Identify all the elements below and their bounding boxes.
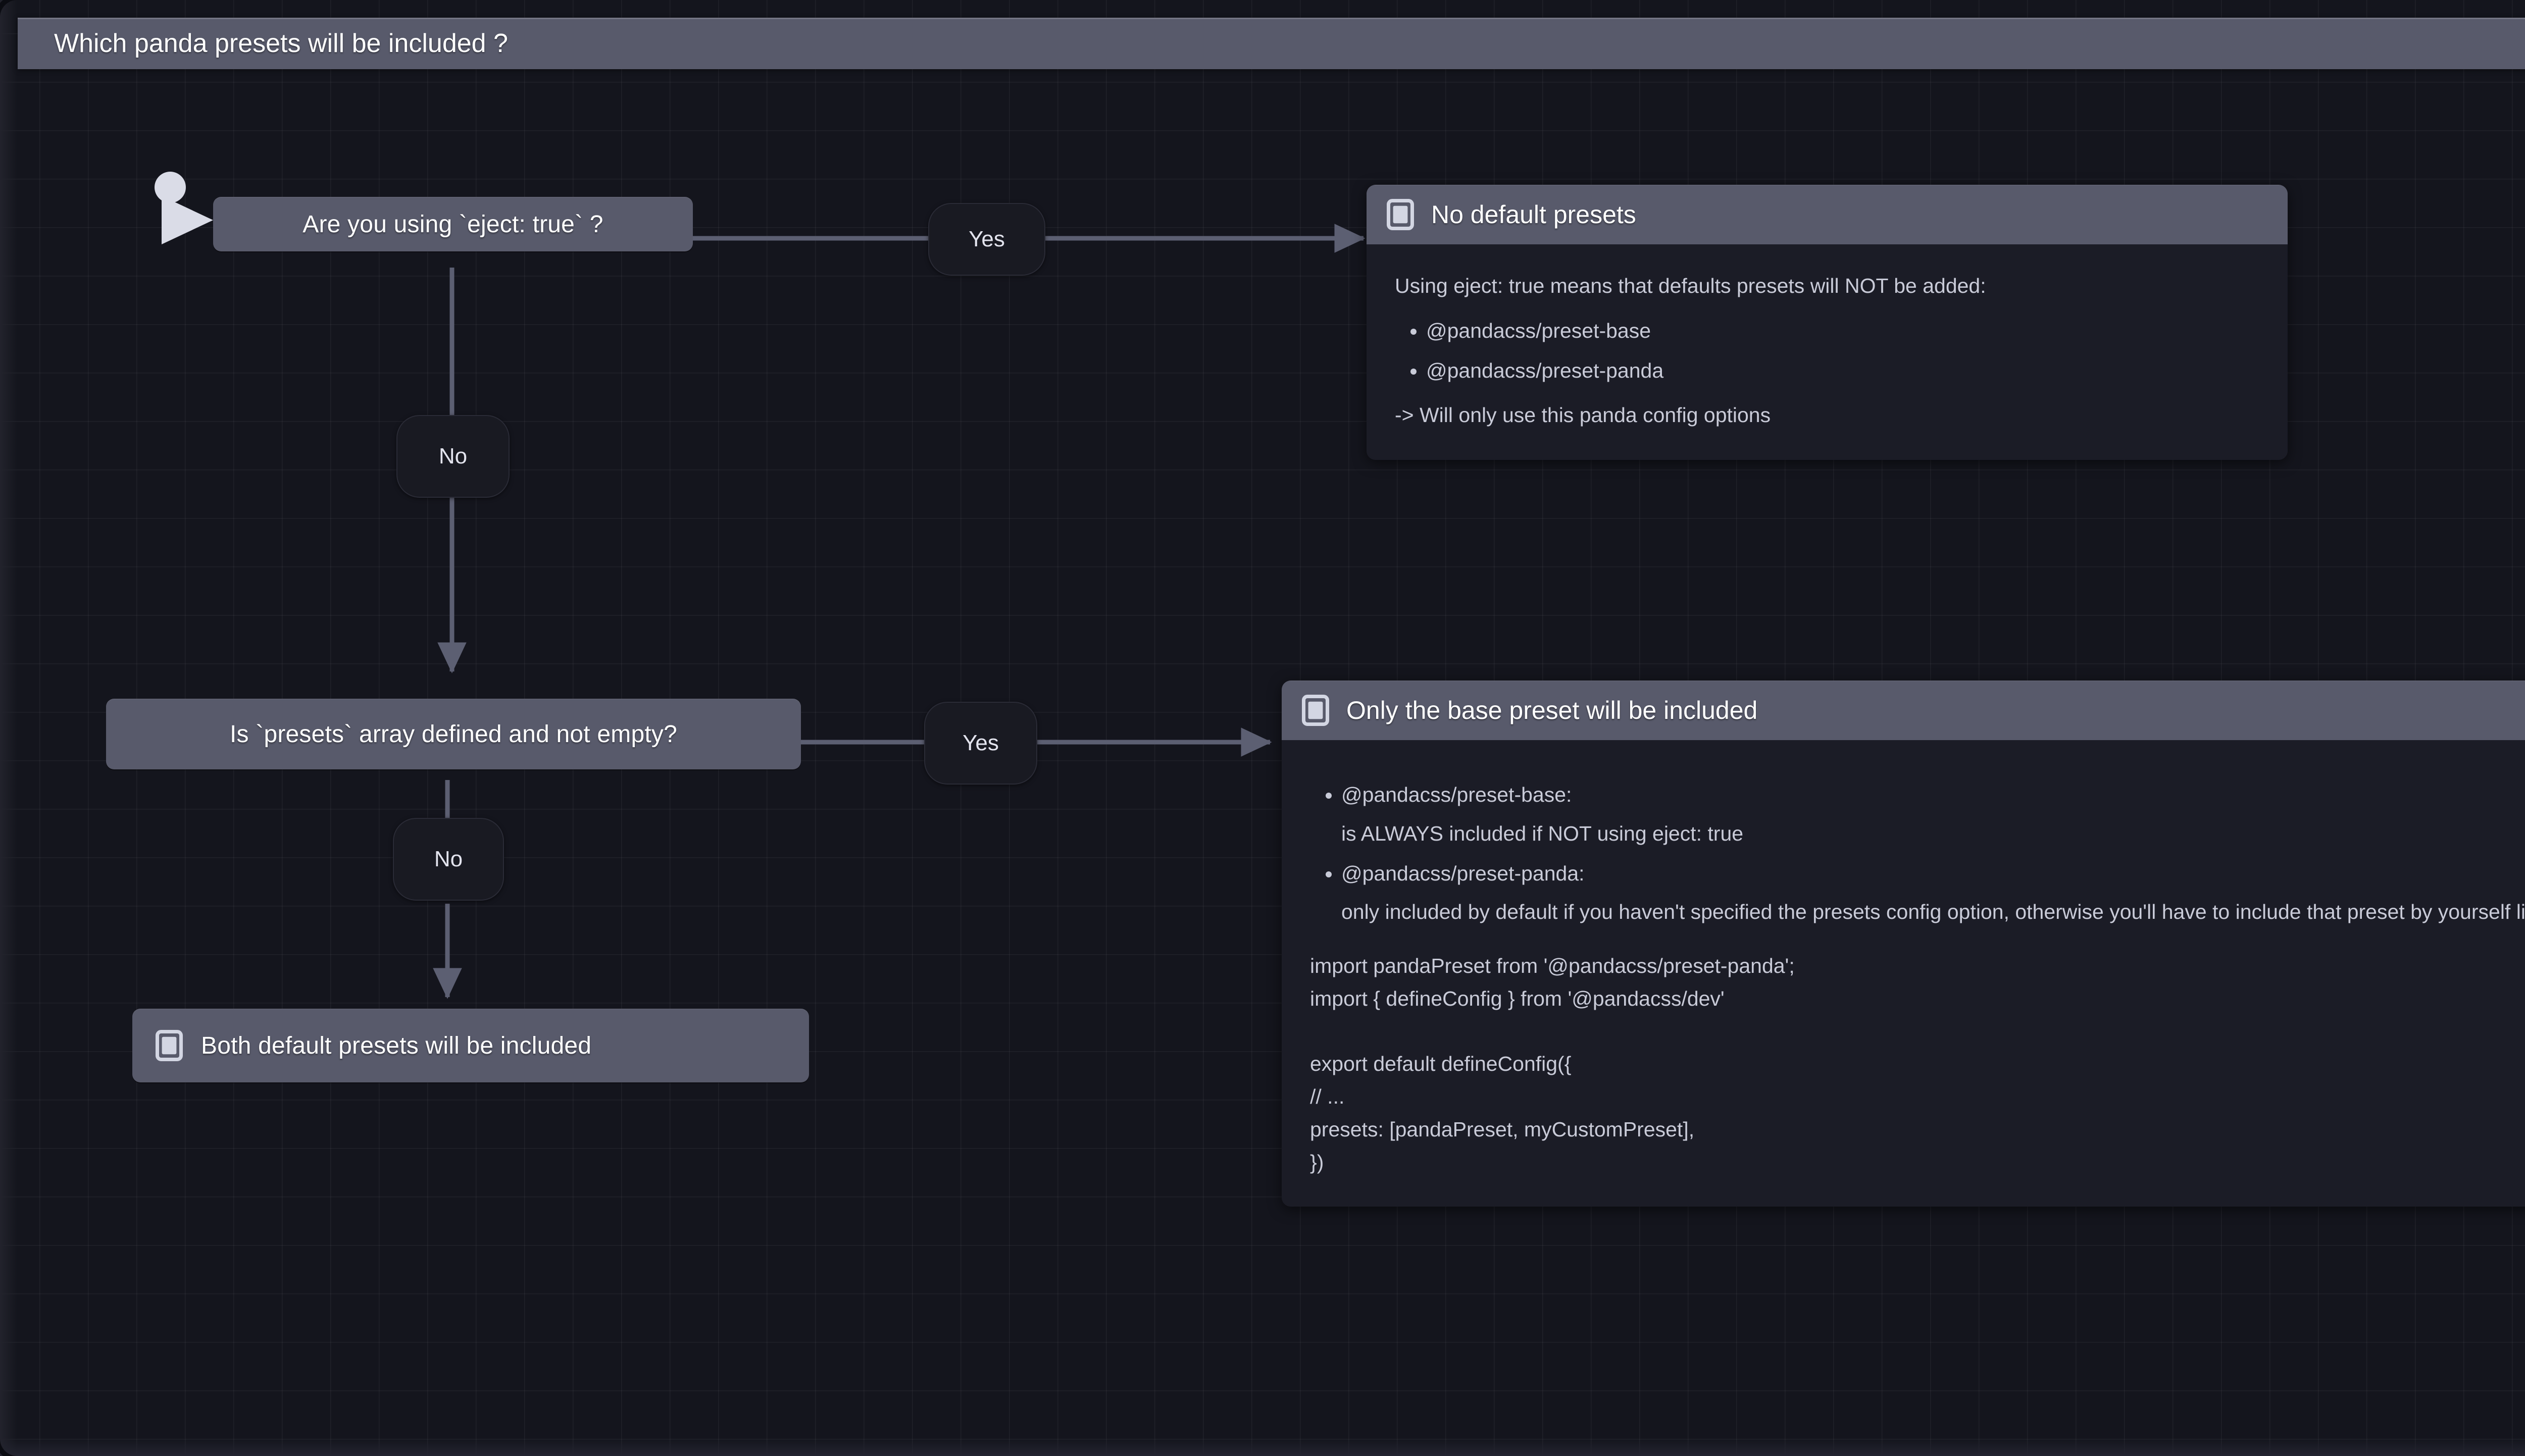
edge-label-eject-yes-text: Yes xyxy=(969,227,1005,251)
edge-label-eject-no[interactable]: No xyxy=(396,415,510,498)
panel-no-default-presets-header: No default presets xyxy=(1367,185,2288,244)
list-item: @pandacss/preset-panda: only included by… xyxy=(1341,857,2525,929)
panel-no-default-presets[interactable]: No default presets Using eject: true mea… xyxy=(1367,185,2288,460)
edge-label-eject-yes[interactable]: Yes xyxy=(928,203,1045,276)
result-node-both-presets[interactable]: Both default presets will be included xyxy=(132,1009,809,1082)
edge-label-presets-yes-text: Yes xyxy=(963,731,999,755)
page-title-text: Which panda presets will be included ? xyxy=(54,29,508,58)
panel-no-default-presets-body: Using eject: true means that defaults pr… xyxy=(1367,244,2288,460)
note-icon xyxy=(1387,199,1414,230)
note-icon xyxy=(156,1030,183,1061)
note-icon xyxy=(1302,695,1329,726)
list-item-detail: is ALWAYS included if NOT using eject: t… xyxy=(1341,821,1744,845)
panel-only-base-preset-body: @pandacss/preset-base: is ALWAYS include… xyxy=(1282,740,2525,1207)
panel-bullet-list: @pandacss/preset-base @pandacss/preset-p… xyxy=(1395,315,2259,387)
start-dot-icon xyxy=(155,172,186,203)
list-item-label: @pandacss/preset-panda: xyxy=(1341,861,1585,885)
result-node-both-presets-label: Both default presets will be included xyxy=(201,1032,592,1059)
list-item: @pandacss/preset-base xyxy=(1426,315,2259,347)
edge-label-presets-no-text: No xyxy=(434,847,463,871)
panel-only-base-preset[interactable]: Only the base preset will be included @p… xyxy=(1282,681,2525,1207)
list-item-detail: only included by default if you haven't … xyxy=(1341,900,2525,924)
decision-node-eject-label: Are you using `eject: true` ? xyxy=(302,211,603,238)
list-item: @pandacss/preset-panda xyxy=(1426,354,2259,387)
decision-node-presets[interactable]: Is `presets` array defined and not empty… xyxy=(106,699,801,769)
list-item-label: @pandacss/preset-base: xyxy=(1341,783,1572,806)
page-title: Which panda presets will be included ? xyxy=(18,18,2525,69)
panel-intro-text: Using eject: true means that defaults pr… xyxy=(1395,274,1986,297)
edge-label-presets-no[interactable]: No xyxy=(393,818,504,901)
panel-outro-text: -> Will only use this panda config optio… xyxy=(1395,403,1771,427)
edge-label-presets-yes[interactable]: Yes xyxy=(924,702,1037,785)
panel-only-base-preset-title: Only the base preset will be included xyxy=(1346,696,1758,724)
decision-node-eject[interactable]: Are you using `eject: true` ? xyxy=(213,197,693,251)
decision-node-presets-label: Is `presets` array defined and not empty… xyxy=(230,720,677,748)
panel-no-default-presets-title: No default presets xyxy=(1431,200,1636,229)
panel-bullet-list: @pandacss/preset-base: is ALWAYS include… xyxy=(1310,778,2525,928)
panel-only-base-preset-header: Only the base preset will be included xyxy=(1282,681,2525,740)
list-item: @pandacss/preset-base: is ALWAYS include… xyxy=(1341,778,2525,850)
edge-label-eject-no-text: No xyxy=(438,444,468,469)
code-block: import pandaPreset from '@pandacss/prese… xyxy=(1310,954,1795,1174)
